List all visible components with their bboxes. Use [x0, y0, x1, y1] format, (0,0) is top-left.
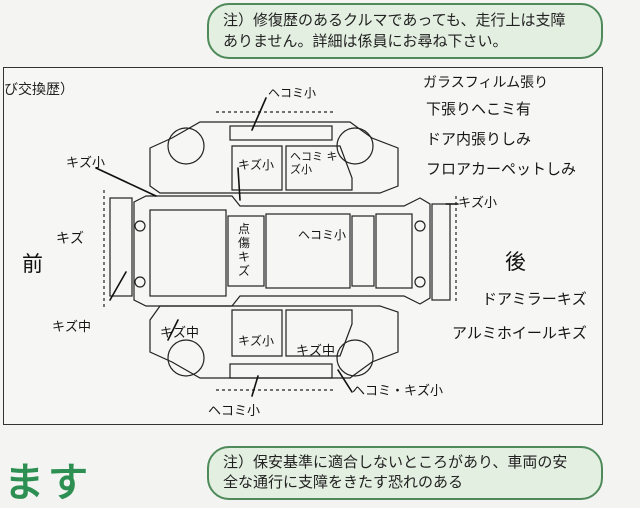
hw-left-kizu: キズ — [56, 231, 84, 247]
hw-roof-hekomi: ヘコミ小 — [268, 86, 317, 100]
leader-roof — [251, 97, 267, 131]
top-outline — [133, 195, 431, 307]
top-rear-bumper — [431, 203, 451, 301]
hw-door-stain: ドア内張りしみ — [426, 130, 532, 148]
upper-rear-door — [285, 145, 353, 191]
hw-bumper-kizu: 点傷キズ — [238, 222, 251, 278]
hw-rear-kizu: キズ小 — [458, 196, 498, 211]
hw-lower-kizu-small: キズ小 — [238, 334, 275, 348]
top-trunk — [375, 213, 413, 289]
leader-left-mid — [109, 271, 127, 301]
hw-bottom-hekomi: ヘコミ小 — [208, 404, 261, 419]
hw-floor-stain: フロアカーペットしみ — [426, 160, 577, 178]
top-front-bumper — [109, 197, 133, 297]
rear-lamp-right — [414, 276, 426, 288]
condition-sheet: 注）修復歴のあるクルマであっても、走行上は支障 ありません。詳細は係員にお尋ね下… — [3, 3, 603, 506]
car-diagram — [95, 97, 459, 397]
hw-lower-kizu-mid: キズ中 — [160, 326, 200, 341]
upper-rear-wheel — [336, 127, 374, 165]
safety-standard-note: 注）保安基準に適合しないところがあり、車両の安 全な通行に支障をきたす恐れのある — [207, 446, 603, 500]
leader-bottom-right — [337, 369, 353, 393]
repair-history-note: 注）修復歴のあるクルマであっても、走行上は支障 ありません。詳細は係員にお尋ね下… — [207, 3, 603, 59]
lower-rear-door — [285, 309, 353, 357]
hw-door-kizu-right: ヘコミ キズ小 — [290, 150, 338, 176]
front-label: 前 — [22, 252, 43, 276]
upper-front-door — [231, 145, 283, 191]
hw-glass-film: ガラスフィルム張り — [423, 75, 549, 91]
front-lamp-left — [134, 220, 146, 232]
top-rear-glass — [351, 215, 375, 287]
section-label: び交換歴） — [4, 82, 74, 98]
hw-left-kizu-mid: キズ中 — [52, 320, 92, 335]
front-lamp-right — [134, 276, 146, 288]
hw-lower-dent: 下張りヘこミ有 — [426, 100, 532, 118]
upper-side-view — [149, 121, 399, 194]
leader-door-top — [237, 167, 241, 201]
lower-floor-panel — [229, 363, 333, 379]
hw-bottom-right: ヘコミ・キズ小 — [352, 384, 444, 399]
note-bottom-line-1: 注）保安基準に適合しないところがあり、車両の安 — [223, 453, 568, 471]
hw-wheel-kizu: アルミホイールキズ — [452, 324, 587, 342]
hw-door-kizu-left: キズ小 — [238, 158, 275, 172]
hw-lower-kizu-mid2: キズ中 — [296, 344, 336, 359]
footer-heading: ます — [4, 460, 92, 506]
upper-roof-panel — [229, 125, 333, 141]
upper-front-wheel — [167, 127, 205, 165]
leader-left-kizu — [95, 167, 157, 197]
diagram-frame — [3, 67, 603, 425]
note-line-1: 注）修復歴のあるクルマであっても、走行上は支障 — [223, 11, 566, 29]
note-line-2: ありません。詳細は係員にお尋ね下さい。 — [223, 32, 508, 50]
hw-left-kizu-small: キズ小 — [66, 156, 106, 171]
hw-center-hekomi: ヘコミ小 — [298, 228, 347, 242]
top-cabin — [265, 213, 351, 289]
top-hood — [149, 209, 227, 297]
leader-bottom — [251, 375, 259, 397]
lower-front-door — [231, 309, 283, 357]
note-bottom-line-2: 全な通行に支障をきたす恐れのある — [223, 473, 464, 491]
rear-label: 後 — [505, 250, 526, 274]
hw-mirror-kizu: ドアミラーキズ — [482, 290, 587, 308]
leader-lower-mid — [167, 319, 179, 341]
lower-front-wheel — [167, 339, 205, 377]
top-windshield — [227, 215, 265, 287]
rear-lamp-left — [414, 220, 426, 232]
lower-rear-wheel — [336, 339, 374, 377]
